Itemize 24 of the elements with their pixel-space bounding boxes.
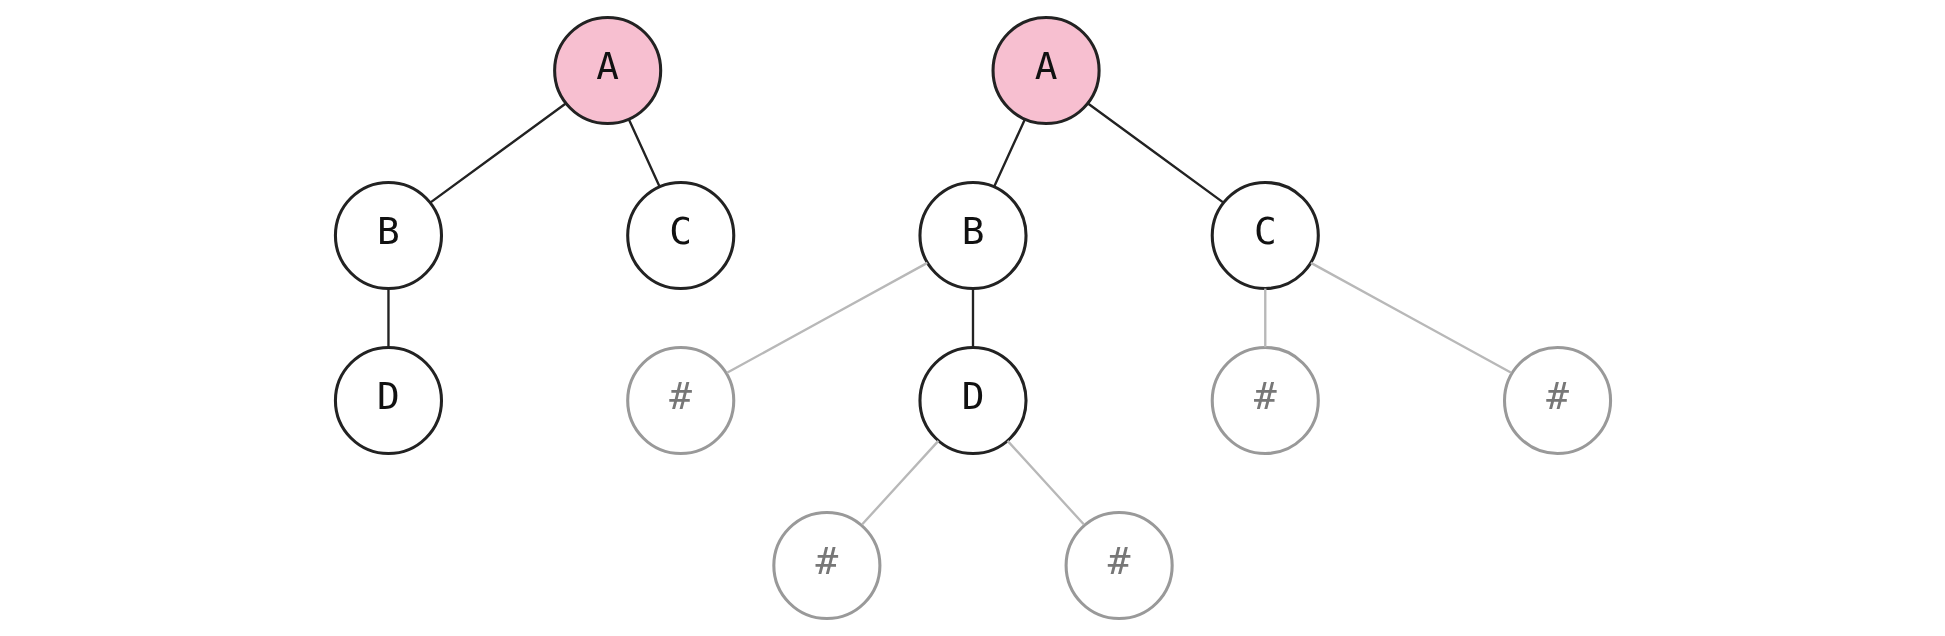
node-circle: C [1210,180,1320,291]
node-circle: # [1502,345,1612,456]
node-circle: # [771,510,881,621]
node-circle: # [625,345,735,456]
connector [1087,102,1224,204]
node-circle: A [552,15,662,126]
connector [860,440,939,526]
connector [627,118,660,187]
connector [992,118,1026,187]
connector [386,288,390,348]
node-circle: # [1064,510,1174,621]
node-circle: # [1210,345,1320,456]
node-circle: D [333,345,443,456]
connector [726,261,928,374]
connector [971,288,974,348]
node-circle: B [917,180,1028,291]
node-circle: B [333,180,443,291]
node-circle: D [917,345,1028,456]
node-circle: A [991,15,1101,126]
node-circle: C [625,180,735,291]
connector [1006,440,1085,526]
connector [1263,288,1266,348]
connector [1309,261,1512,374]
connector [429,102,566,204]
